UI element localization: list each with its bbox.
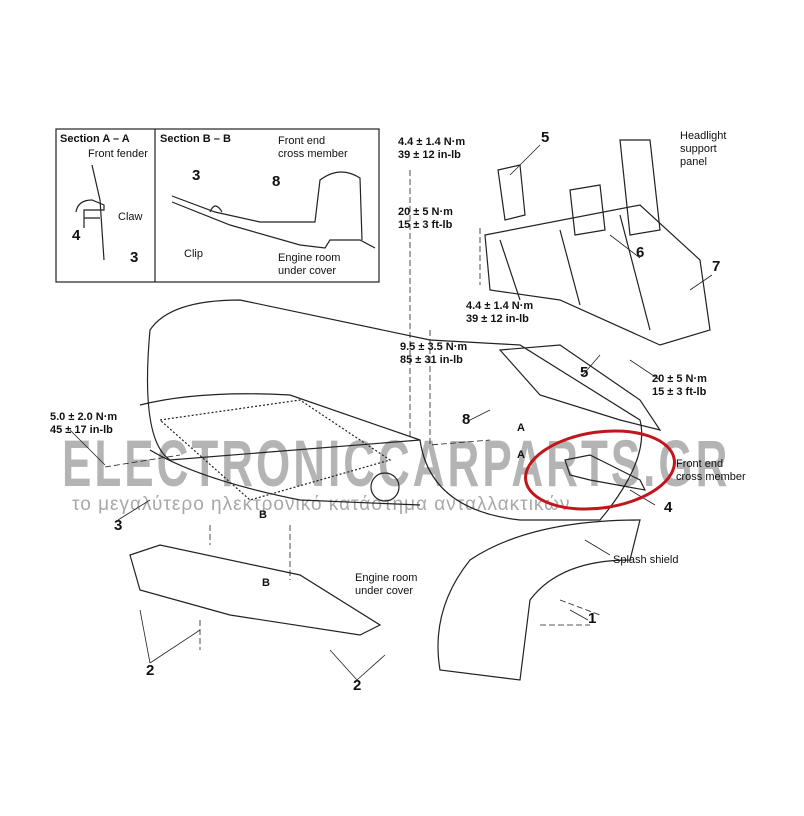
splash-shield [437,519,641,681]
torque-nm: 20 ± 5 N·m [652,373,707,385]
section-a-num-3: 3 [130,249,139,266]
leader-lines [69,144,713,681]
torque-imperial: 39 ± 12 in-lb [398,149,461,161]
callout-5b: 5 [580,364,589,381]
callout-5: 5 [541,129,550,146]
section-b-cross-member-1: Front end [278,135,326,147]
section-b-lower-line [171,201,376,249]
headlight-support-panel [619,139,661,236]
front-bumper-fascia [146,299,643,521]
section-marker-b2: B [262,577,270,589]
section-b-num-8: 8 [272,173,281,190]
label-line: support [680,143,717,155]
highlight-ellipse [524,429,676,511]
bumper-contour-lines [139,393,421,506]
label-line: cross member [676,471,746,483]
bracket-5-upper [497,164,526,221]
dashed-guide-lines [104,170,601,650]
section-a-fender-line [91,164,105,261]
front-end-cross-member [484,204,711,346]
torque-imperial: 85 ± 31 in-lb [400,354,463,366]
bracket-4 [564,454,647,491]
section-b-num-3: 3 [192,167,201,184]
callout-2b: 2 [353,677,362,694]
section-marker-a2: A [517,449,525,461]
watermark-tagline: το μεγαλύτερο ηλεκτρονικό κατάστημα αντα… [72,494,571,515]
callout-3: 3 [114,517,123,534]
section-a-num-4: 4 [72,227,81,244]
bracket-8 [498,344,662,431]
callout-8: 8 [462,411,471,428]
torque-imperial: 45 ± 17 in-lb [50,424,113,436]
label-line: Headlight [680,130,727,142]
section-b-engine-room-1: Engine room [278,252,341,264]
label-line: panel [680,156,707,168]
bracket-6 [569,184,606,236]
section-marker-b1: B [259,509,267,521]
section-b-cross-member-2: cross member [278,148,348,160]
section-a-front-fender: Front fender [88,148,148,160]
section-b-upper-line [171,171,363,241]
section-b-clip: Clip [184,248,203,260]
label-line: under cover [355,585,414,597]
section-b-title: Section B – B [160,133,231,145]
section-b-engine-room-2: under cover [278,265,337,277]
cross-member-ribs [499,214,651,331]
section-marker-a1: A [517,422,525,434]
torque-imperial: 15 ± 3 ft-lb [652,386,707,398]
torque-nm: 4.4 ± 1.4 N·m [398,136,466,148]
section-a-title: Section A – A [60,133,130,145]
section-box [55,128,380,283]
torque-nm: 20 ± 5 N·m [398,206,453,218]
section-b-clip-shape [209,205,223,213]
section-a-claw-shape [75,199,105,228]
torque-imperial: 39 ± 12 in-lb [466,313,529,325]
section-a-claw: Claw [118,211,143,223]
callout-7: 7 [712,258,721,275]
torque-imperial: 15 ± 3 ft-lb [398,219,453,231]
splash-shield-label: Splash shield [613,554,679,566]
callout-1: 1 [588,610,597,627]
torque-nm: 5.0 ± 2.0 N·m [50,411,118,423]
callout-4: 4 [664,499,673,516]
torque-nm: 4.4 ± 1.4 N·m [466,300,534,312]
callout-6: 6 [636,244,645,261]
label-line: Engine room [355,572,418,584]
fog-lamp-opening [370,472,400,502]
torque-nm: 9.5 ± 3.5 N·m [400,341,468,353]
label-line: Front end [676,458,724,470]
callout-2a: 2 [146,662,155,679]
engine-room-under-cover [129,544,382,636]
grille-mesh [158,399,392,501]
